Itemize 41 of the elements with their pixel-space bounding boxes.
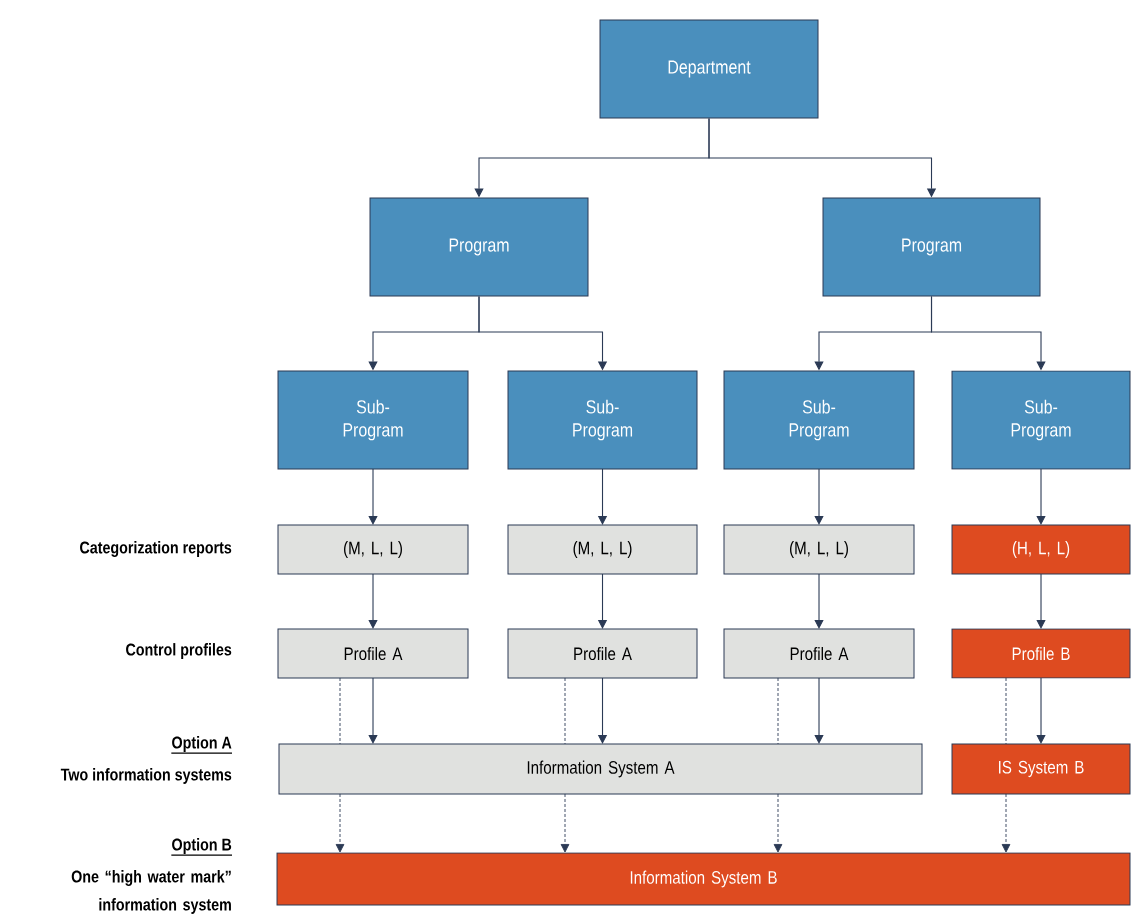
profile-box: Profile A <box>507 628 698 679</box>
dashed-arrow <box>335 793 345 853</box>
side-label: Two information systems <box>60 768 232 784</box>
subprogram-box: Sub-Program <box>723 370 915 470</box>
system-box: Information System B <box>276 852 1131 906</box>
side-label: Categorization reports <box>80 541 232 557</box>
arrow <box>368 468 378 525</box>
system-box: IS System B <box>951 743 1131 795</box>
profile-box: Profile A <box>277 628 469 679</box>
category-box: (M, L, L) <box>277 524 469 575</box>
arrow <box>1036 573 1046 629</box>
profile-box: Profile B <box>951 628 1131 679</box>
side-label: One “high water mark” information system <box>71 870 231 914</box>
dashed-arrow <box>560 793 570 853</box>
department-box: Department <box>599 19 819 119</box>
dashed-arrow <box>1001 793 1011 853</box>
arrow <box>814 468 824 525</box>
subprogram-box: Sub-Program <box>507 370 698 470</box>
arrow <box>368 573 378 629</box>
dashed-line <box>564 677 566 745</box>
arrow <box>1036 468 1046 525</box>
system-box: Information System A <box>278 743 923 795</box>
category-box: (H, L, L) <box>951 524 1131 575</box>
category-box: (M, L, L) <box>507 524 698 575</box>
dashed-line <box>1005 677 1007 745</box>
subprogram-box: Sub-Program <box>951 370 1131 470</box>
side-label: Control profiles <box>126 643 232 659</box>
profile-box: Profile A <box>723 628 915 679</box>
option-heading: Option B <box>170 838 233 856</box>
arrow <box>368 677 378 744</box>
dashed-line <box>777 677 779 745</box>
arrow <box>814 677 824 744</box>
subprogram-box: Sub-Program <box>277 370 469 470</box>
program-box: Program <box>822 197 1041 297</box>
dashed-arrow <box>773 793 783 853</box>
category-box: (M, L, L) <box>723 524 915 575</box>
program-box: Program <box>369 197 589 297</box>
dashed-line <box>339 677 341 745</box>
arrow <box>814 573 824 629</box>
arrow <box>1036 677 1046 744</box>
option-heading: Option A <box>170 736 233 754</box>
